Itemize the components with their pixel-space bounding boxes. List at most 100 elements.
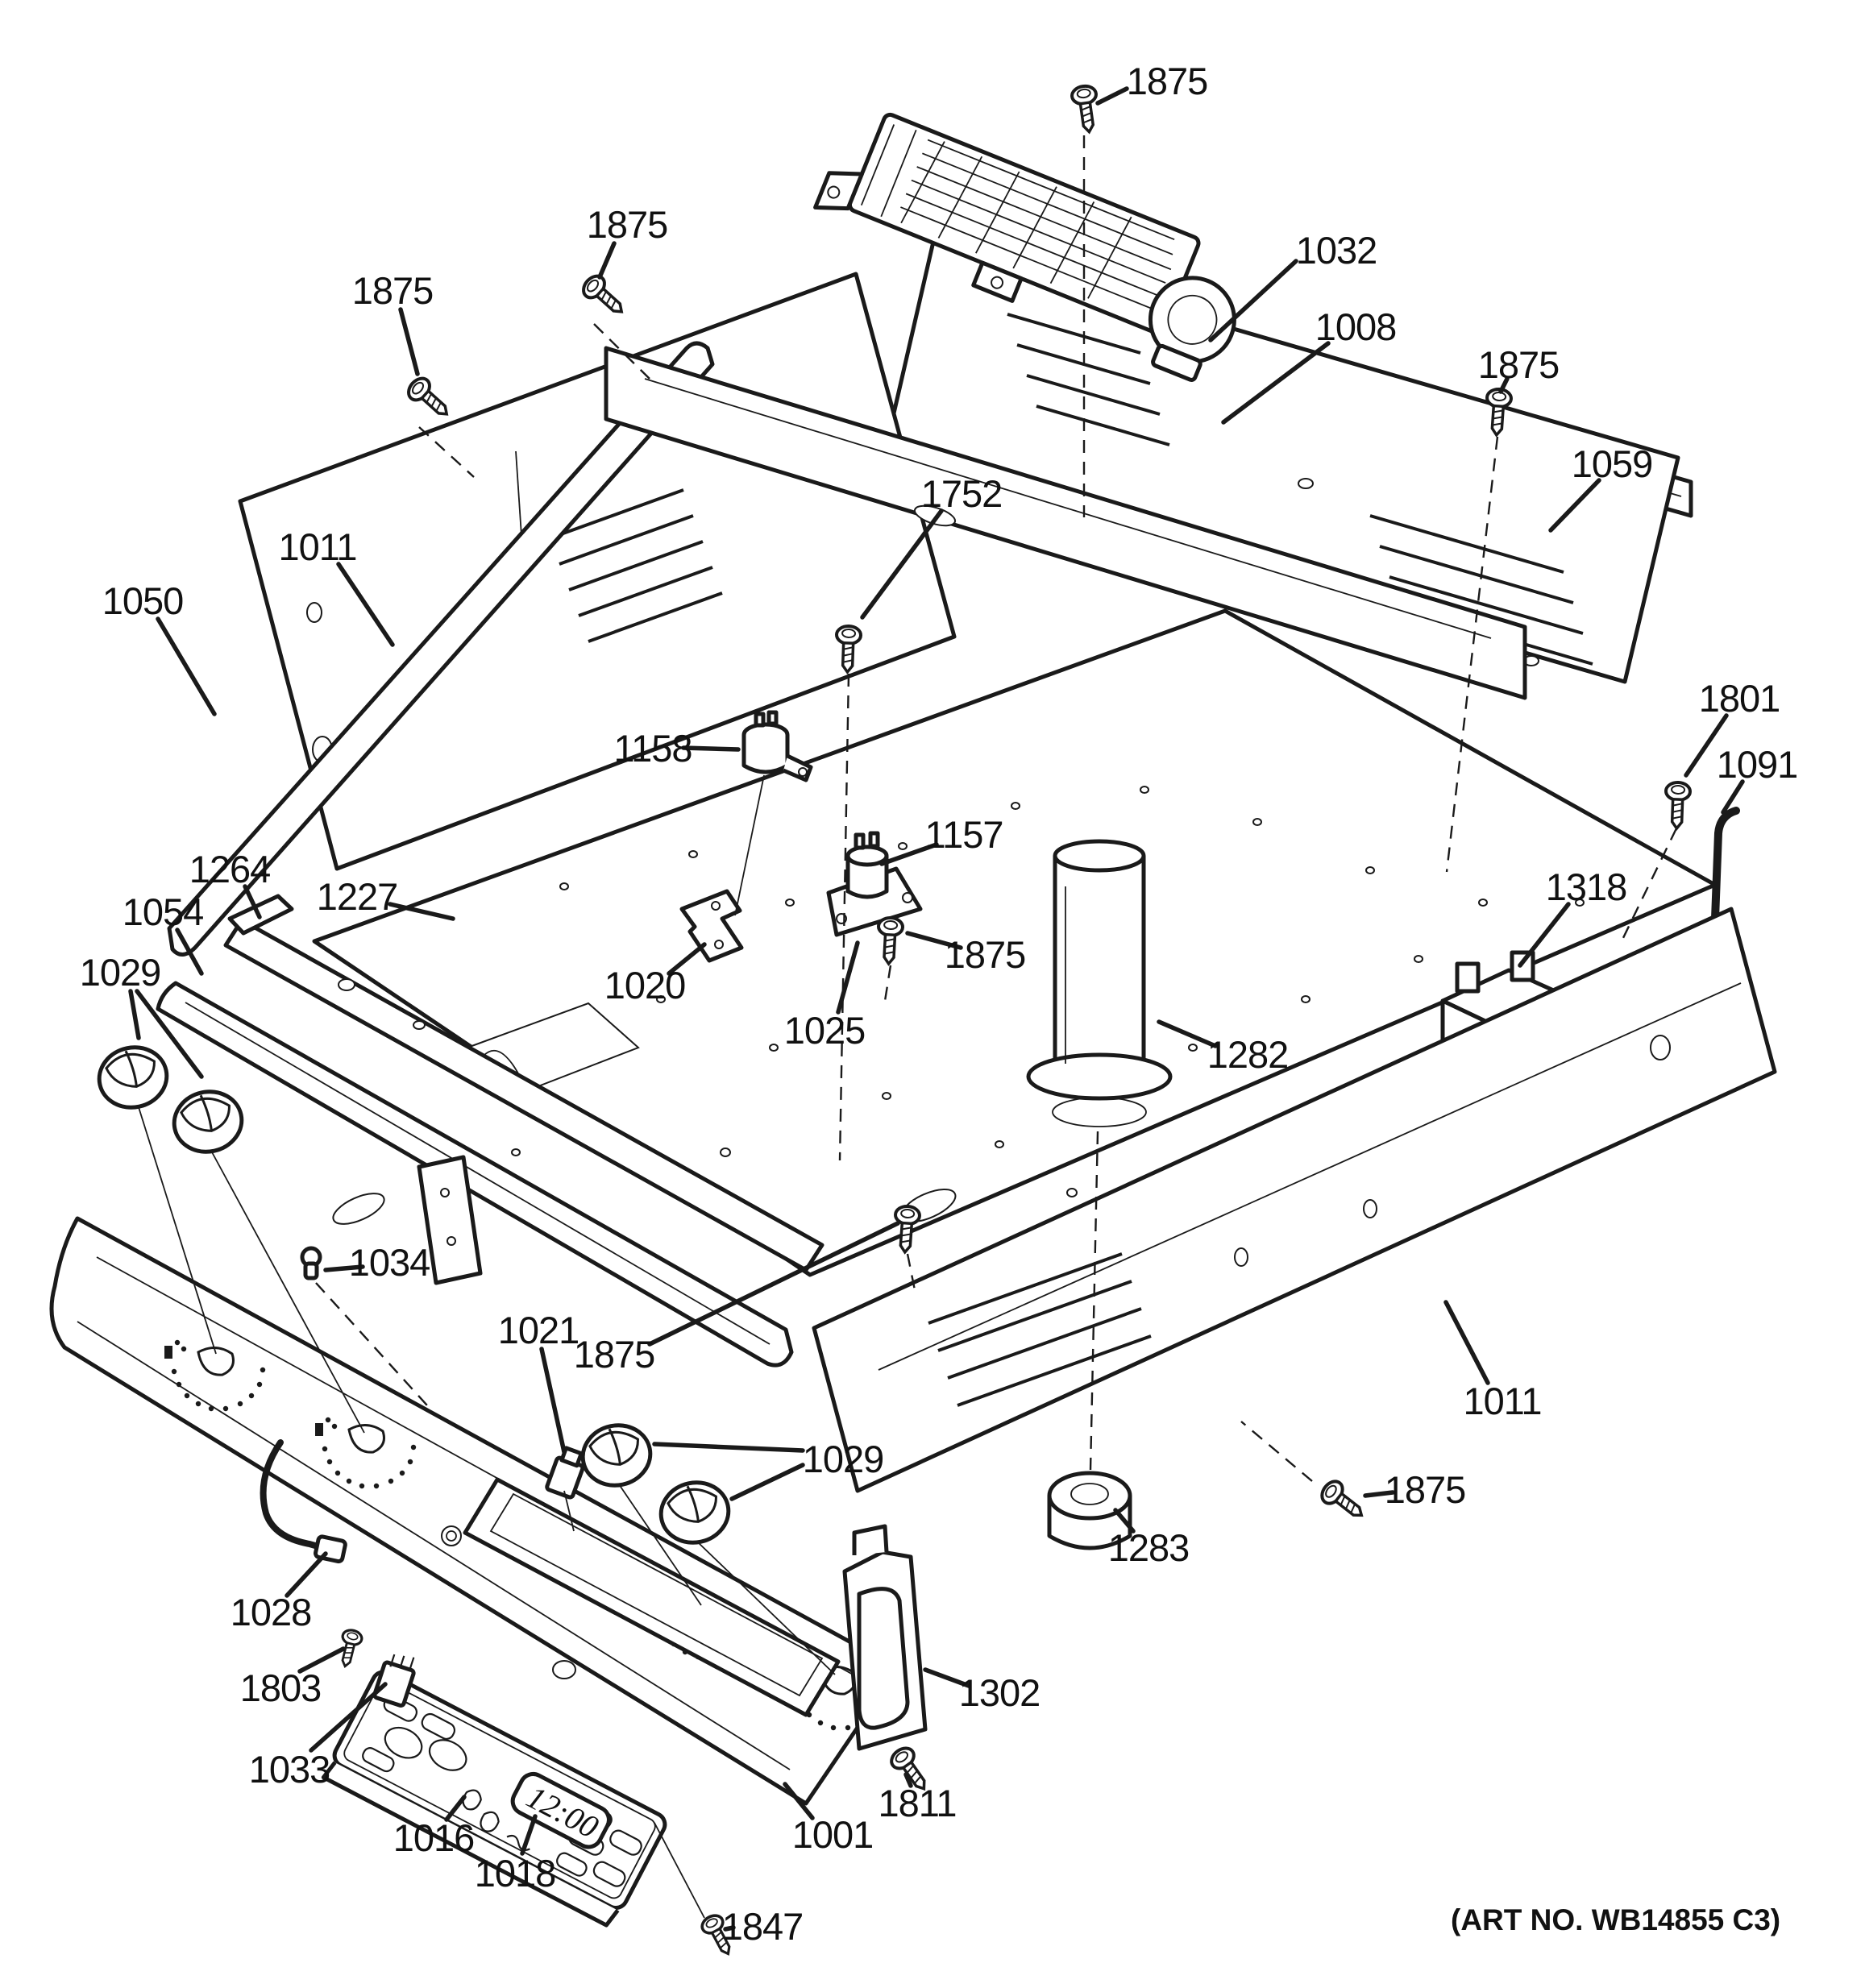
leader-line-1875-rail xyxy=(647,1221,900,1347)
leader-line-1811 xyxy=(903,1772,913,1788)
leader-line-1018 xyxy=(520,1814,538,1856)
labels-layer: 1875103218751875101110501008187510591752… xyxy=(80,60,1799,1948)
part-number-1011-right: 1011 xyxy=(1463,1380,1541,1422)
leader-line-1059 xyxy=(1548,478,1601,533)
cap-1034 xyxy=(300,1246,322,1280)
part-label-1803: 1803 xyxy=(240,1646,346,1709)
part-label-1018: 1018 xyxy=(475,1814,556,1895)
part-number-1158: 1158 xyxy=(613,727,692,770)
part-label-1875-mid: 1875 xyxy=(905,931,1026,976)
part-label-1034: 1034 xyxy=(323,1241,430,1284)
knob-1029-b xyxy=(168,1085,247,1158)
leader-line-1032 xyxy=(1208,259,1298,342)
leader-line-1029-left xyxy=(135,989,204,1079)
part-label-1282: 1282 xyxy=(1157,1019,1289,1076)
screw-1875-fan-icon xyxy=(1069,83,1103,135)
leader-line-1008 xyxy=(1221,341,1331,425)
part-label-1029-right: 1029 xyxy=(652,1438,884,1501)
part-label-1157: 1157 xyxy=(879,813,1004,866)
leader-line-1091 xyxy=(1721,779,1745,815)
leader-line-1021 xyxy=(539,1347,567,1455)
screw-1875-left-top-icon xyxy=(577,270,632,322)
part-number-1033: 1033 xyxy=(249,1748,330,1791)
part-label-1020: 1020 xyxy=(604,942,707,1006)
part-label-1016: 1016 xyxy=(393,1795,475,1859)
part-label-1033: 1033 xyxy=(249,1682,388,1791)
leader-line-1752 xyxy=(860,508,944,620)
leader-line-1011-left xyxy=(336,562,395,647)
leader-line-1227 xyxy=(388,902,455,921)
leader-line-1318 xyxy=(1518,902,1571,968)
leader-line-1033 xyxy=(309,1682,388,1753)
leader-line-1875-mid xyxy=(905,931,963,950)
part-label-1875-left-top: 1875 xyxy=(587,203,668,280)
part-label-1158: 1158 xyxy=(613,727,741,770)
part-number-1811: 1811 xyxy=(878,1782,956,1824)
part-label-1264: 1264 xyxy=(189,848,271,919)
trim-strip-1050 xyxy=(167,341,715,957)
part-number-1157: 1157 xyxy=(924,813,1003,856)
part-number-1050: 1050 xyxy=(102,579,184,622)
screw-1875-left-icon xyxy=(402,372,457,425)
roller-1283 xyxy=(1047,1471,1132,1550)
leader-line-1875-left-top xyxy=(597,241,617,280)
center-brace xyxy=(604,346,1527,700)
leader-line-1157 xyxy=(879,842,939,866)
part-label-1283: 1283 xyxy=(1108,1508,1190,1569)
leader-line-1034 xyxy=(323,1264,365,1272)
part-number-1032: 1032 xyxy=(1296,229,1377,272)
switch-1021 xyxy=(545,1446,585,1500)
leader-line-1875-right-top xyxy=(1498,376,1510,394)
part-number-1011-left: 1011 xyxy=(278,525,356,568)
knob-1029-d xyxy=(655,1476,734,1549)
part-label-1054: 1054 xyxy=(123,890,204,976)
part-number-1034: 1034 xyxy=(349,1241,430,1284)
leader-line-1264 xyxy=(243,884,262,919)
part-number-1029-right: 1029 xyxy=(803,1438,884,1480)
part-label-1029-left: 1029 xyxy=(80,951,204,1079)
part-number-1875-left-top: 1875 xyxy=(587,203,668,246)
assembly-lines xyxy=(138,135,1678,1919)
leader-line-1029-left xyxy=(128,989,141,1040)
screw-1875-bottom-right-icon xyxy=(1316,1475,1371,1527)
leader-line-1029-right xyxy=(729,1463,805,1501)
part-label-1875-bottom-right: 1875 xyxy=(1363,1468,1466,1511)
knob-1029-a xyxy=(93,1041,172,1114)
part-label-1752: 1752 xyxy=(860,472,1003,620)
part-label-1875-rail: 1875 xyxy=(574,1221,900,1376)
keypad-1016: 12:00 xyxy=(321,1670,667,1928)
leader-line-1011-right xyxy=(1443,1300,1490,1385)
part-label-1801: 1801 xyxy=(1684,677,1780,778)
leader-line-1801 xyxy=(1684,713,1729,778)
part-number-1018: 1018 xyxy=(475,1852,556,1895)
part-label-1318: 1318 xyxy=(1518,865,1627,968)
bracket-1020 xyxy=(679,889,744,963)
part-number-1875-rail: 1875 xyxy=(574,1333,655,1376)
leader-line-1875-fan xyxy=(1095,86,1129,106)
part-number-1054: 1054 xyxy=(123,890,204,933)
part-label-1011-right: 1011 xyxy=(1443,1300,1543,1422)
part-number-1025: 1025 xyxy=(784,1009,866,1052)
part-number-1875-right-top: 1875 xyxy=(1478,343,1560,386)
front-panel-right-1011 xyxy=(812,907,1777,1493)
part-label-1847: 1847 xyxy=(722,1905,804,1948)
thermostat-1158 xyxy=(741,710,813,782)
part-number-1875-bottom-right: 1875 xyxy=(1385,1468,1466,1511)
part-label-1875-right-top: 1875 xyxy=(1478,343,1560,394)
part-number-1875-fan: 1875 xyxy=(1127,60,1208,102)
leader-line-1001 xyxy=(783,1782,815,1820)
wire-harness-1028 xyxy=(260,1439,324,1550)
part-number-1264: 1264 xyxy=(189,848,271,890)
thermostat-1157 xyxy=(826,831,923,937)
part-label-1811: 1811 xyxy=(878,1772,957,1824)
part-number-1008: 1008 xyxy=(1315,305,1397,348)
part-number-1028: 1028 xyxy=(231,1591,312,1633)
leader-line-1803 xyxy=(297,1646,346,1674)
leader-line-1875-bottom-right xyxy=(1363,1490,1395,1498)
fan-assembly-1032 xyxy=(813,112,1236,382)
screw-1801-icon xyxy=(1664,782,1690,828)
leader-line-1050 xyxy=(156,616,217,716)
part-label-1875-fan: 1875 xyxy=(1095,60,1208,106)
part-label-1227: 1227 xyxy=(317,875,455,921)
part-number-1021: 1021 xyxy=(498,1309,579,1351)
